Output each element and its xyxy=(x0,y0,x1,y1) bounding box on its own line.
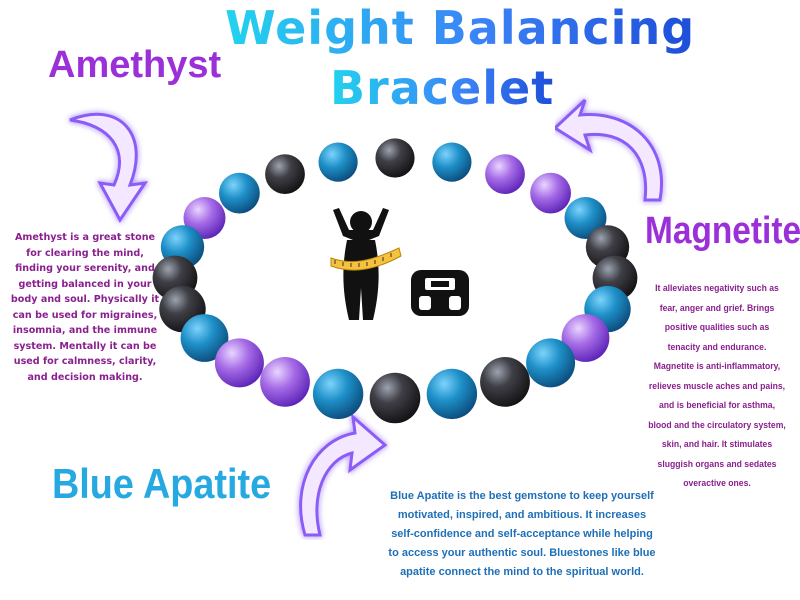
bathroom-scale-icon xyxy=(411,270,469,316)
curved-arrow-icon xyxy=(555,98,663,202)
hematite-bead xyxy=(369,372,421,424)
person-with-tape-measure-icon xyxy=(330,208,402,320)
apatite-bead xyxy=(219,172,260,214)
curved-arrow-icon xyxy=(69,112,149,223)
magnetite-heading: Magnetite xyxy=(645,210,800,252)
apatite-bead xyxy=(526,338,576,388)
hematite-bead xyxy=(375,138,415,178)
blue-apatite-heading: Blue Apatite xyxy=(52,460,272,507)
amethyst-bead xyxy=(260,357,310,407)
apatite-bead xyxy=(312,368,364,420)
apatite-bead xyxy=(432,142,472,182)
curved-arrow-icon xyxy=(299,413,388,537)
hematite-bead xyxy=(265,154,305,194)
hematite-bead xyxy=(480,357,530,407)
title-line-1: Weight Balancing xyxy=(225,1,696,55)
bracelet-image xyxy=(152,138,638,424)
weight-loss-image xyxy=(313,200,513,328)
apatite-bead xyxy=(180,314,229,362)
magnetite-description: It alleviates negativity such as fear, a… xyxy=(648,282,786,488)
amethyst-heading: Amethyst xyxy=(48,44,222,86)
apatite-bead xyxy=(318,142,358,182)
blue-apatite-description: Blue Apatite is the best gemstone to kee… xyxy=(388,490,656,578)
amethyst-bead xyxy=(530,172,571,214)
amethyst-bead xyxy=(214,338,264,388)
apatite-bead xyxy=(426,368,478,420)
amethyst-bead xyxy=(561,314,610,362)
amethyst-bead xyxy=(485,154,525,194)
title-line-2: Bracelet xyxy=(330,61,555,115)
amethyst-description: Amethyst is a great stone for clearing t… xyxy=(10,232,160,383)
